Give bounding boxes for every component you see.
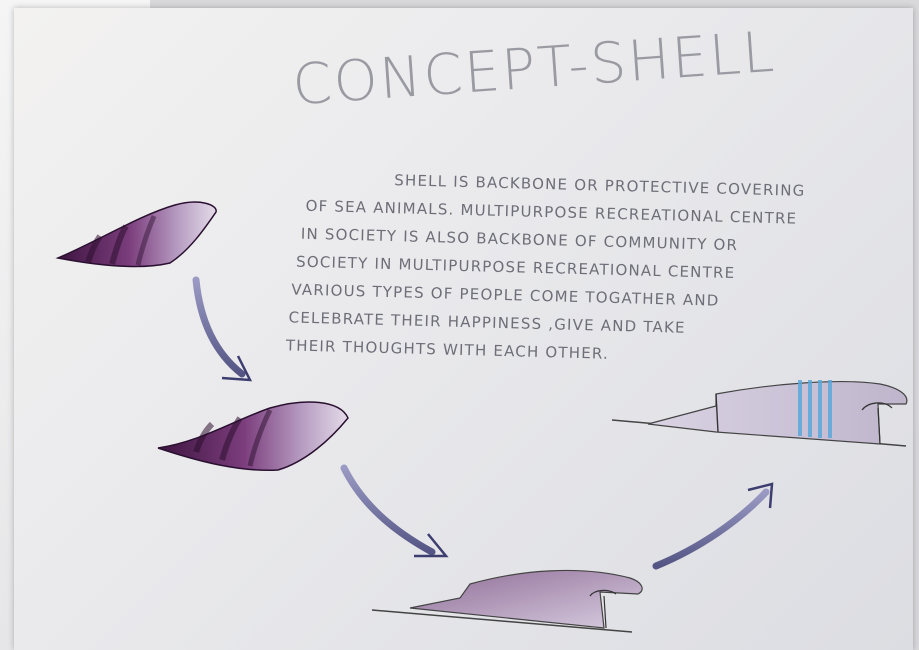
arrow-2 <box>344 468 446 556</box>
description-line-4: SOCIETY IN MULTIPURPOSE RECREATIONAL CEN… <box>296 253 736 282</box>
description-line-3: IN SOCIETY IS ALSO BACKBONE OF COMMUNITY… <box>301 225 739 254</box>
description-line-1: SHELL IS BACKBONE OR PROTECTIVE COVERING <box>394 171 806 200</box>
description-line-2: OF SEA ANIMALS. MULTIPURPOSE RECREATIONA… <box>305 197 797 228</box>
description-paragraph: SHELL IS BACKBONE OR PROTECTIVE COVERING… <box>285 168 806 367</box>
page-title: CONCEPT-SHELL <box>290 20 777 119</box>
description-line-6: CELEBRATE THEIR HAPPINESS ,GIVE AND TAKE <box>288 308 686 336</box>
shell-sketch-2 <box>158 402 348 470</box>
description-line-5: VARIOUS TYPES OF PEOPLE COME TOGATHER AN… <box>291 280 720 309</box>
arrow-3 <box>656 484 772 566</box>
building-elevation <box>612 380 907 446</box>
abstract-shell-form <box>372 570 642 632</box>
shell-sketch-1 <box>58 202 216 267</box>
arrow-1 <box>196 280 250 380</box>
description-line-7: THEIR THOUGHTS WITH EACH OTHER. <box>285 336 610 362</box>
